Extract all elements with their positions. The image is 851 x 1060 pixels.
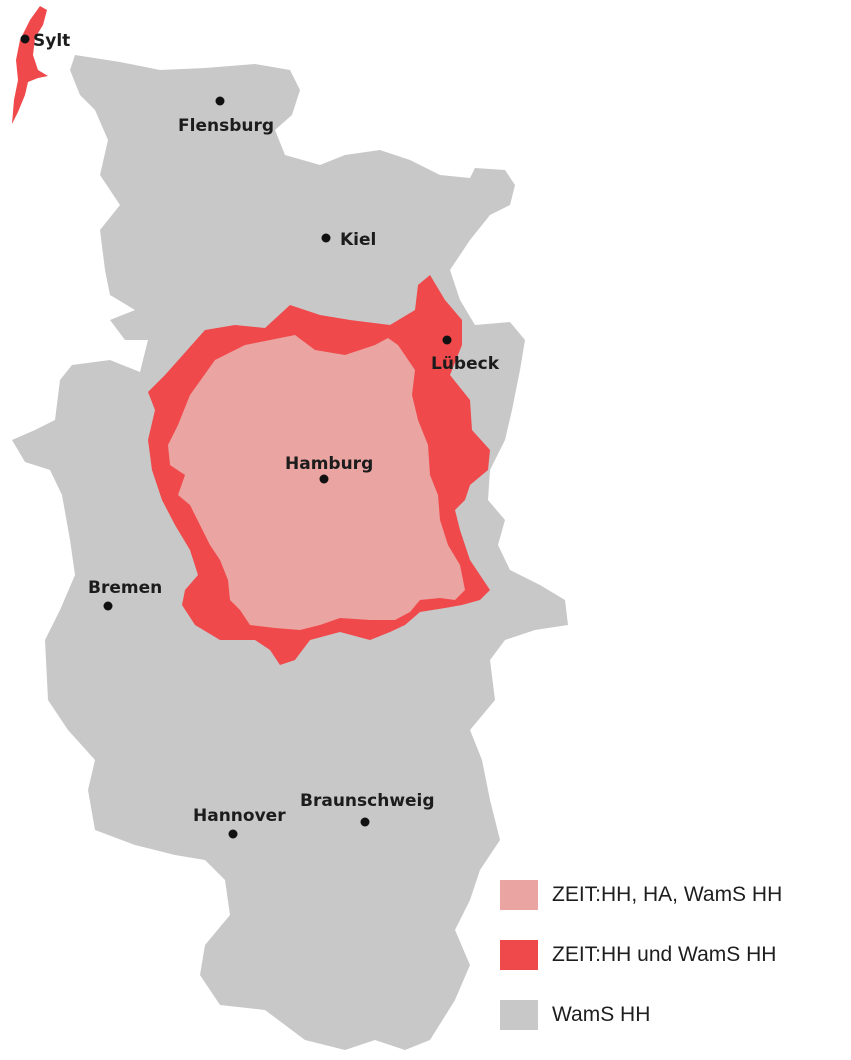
city-bremen: Bremen [88,578,162,611]
city-label: Kiel [340,230,376,250]
city-label: Bremen [88,578,162,598]
legend-item-wams-hh: WamS HH [500,1000,845,1030]
city-label: Flensburg [178,116,274,136]
legend-swatch [500,880,538,910]
city-label: Hamburg [285,454,373,474]
city-braunschweig: Braunschweig [300,791,435,827]
city-dot-icon [442,335,452,345]
legend-swatch [500,1000,538,1030]
city-kiel: Kiel [321,230,376,250]
city-label: Sylt [33,31,70,51]
city-dot-icon [20,34,30,44]
city-label: Braunschweig [300,791,435,811]
legend-item-zeit-ha-wams: ZEIT:HH, HA, WamS HH [500,880,845,910]
legend-label: ZEIT:HH, HA, WamS HH [552,883,783,906]
city-sylt: Sylt [20,31,70,51]
city-hamburg: Hamburg [285,454,373,484]
region-sylt [12,6,48,124]
city-label: Hannover [193,806,286,826]
city-dot-icon [103,601,113,611]
region-zeit-ha-wams [168,335,465,630]
city-hannover: Hannover [193,806,286,839]
city-dot-icon [319,474,329,484]
legend-label: ZEIT:HH und WamS HH [552,943,777,966]
legend-label: WamS HH [552,1003,651,1026]
city-dot-icon [360,817,370,827]
legend-swatch [500,940,538,970]
city-dot-icon [321,233,331,243]
city-luebeck: Lübeck [431,335,500,374]
legend: ZEIT:HH, HA, WamS HH ZEIT:HH und WamS HH… [500,880,845,1060]
legend-item-zeit-und-wams: ZEIT:HH und WamS HH [500,940,845,970]
city-label: Lübeck [431,354,500,374]
city-dot-icon [228,829,238,839]
city-flensburg: Flensburg [178,96,274,136]
city-dot-icon [215,96,225,106]
